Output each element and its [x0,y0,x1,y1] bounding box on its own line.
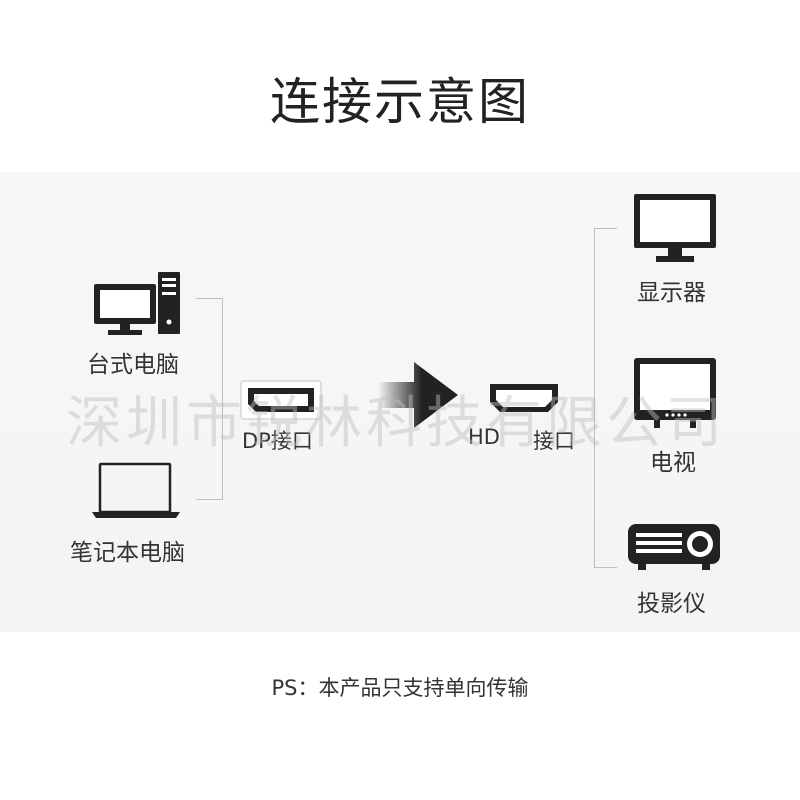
source-bracket [196,298,223,500]
dp-port-label: DP接口 [242,429,313,453]
monitor-icon [634,194,716,262]
laptop-icon [92,462,180,518]
projector-icon [628,524,720,570]
monitor-label: 显示器 [637,280,706,306]
hdmi-port-icon [490,384,558,412]
desktop-computer-icon [94,272,180,335]
hdmi-port-label-prefix: HD [468,425,500,449]
page-title: 连接示意图 [270,73,530,131]
arrow-right-icon [378,362,458,428]
tv-label: 电视 [650,450,696,476]
displayport-icon [240,380,322,420]
footnote: PS：本产品只支持单向传输 [271,676,529,700]
projector-label: 投影仪 [637,591,706,617]
television-icon [634,358,716,428]
hdmi-port-label-suffix: 接口 [533,429,575,453]
desktop-label: 台式电脑 [87,352,179,378]
laptop-label: 笔记本电脑 [70,540,185,566]
company-watermark: 深圳市锐林科技有限公司 [66,391,726,456]
target-bracket [594,228,617,568]
